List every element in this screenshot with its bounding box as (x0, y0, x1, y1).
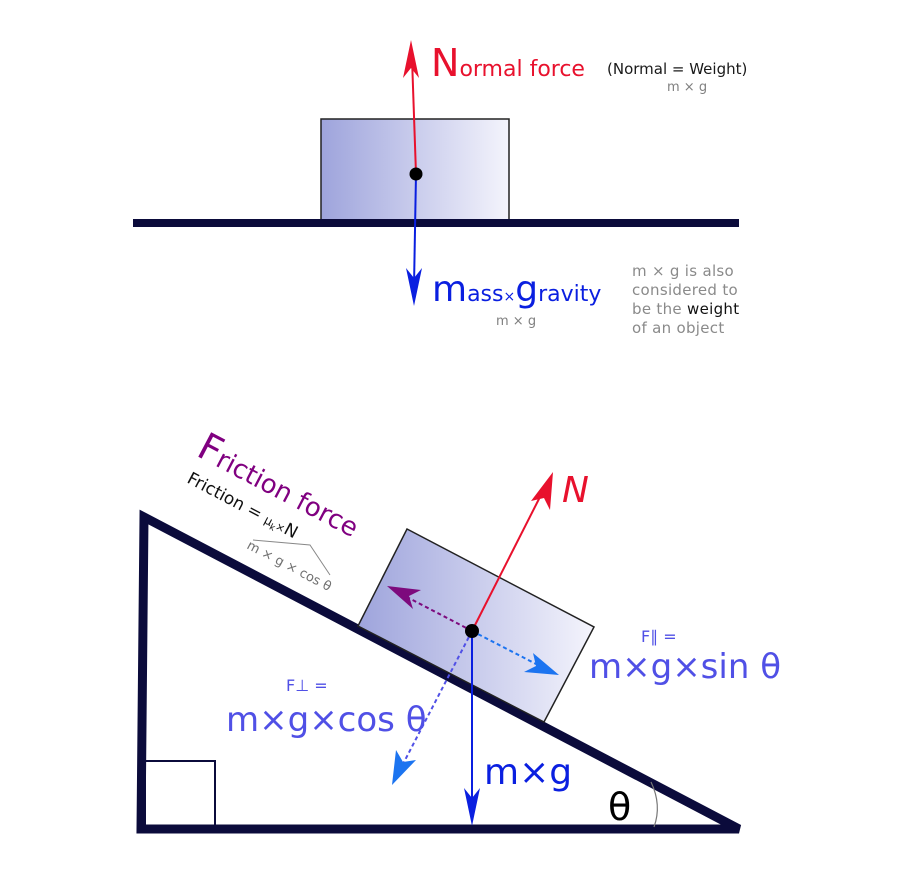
friction-arrow (387, 586, 473, 632)
inclined-plane-scene: θ N (136, 424, 781, 834)
svg-text:be the weight: be the weight (632, 300, 739, 318)
right-angle-marker (144, 760, 216, 828)
normal-mg-sublabel: m × g (667, 80, 707, 95)
incline-center-dot (465, 624, 479, 638)
incline-normal-arrow (471, 472, 553, 632)
svg-text:of an object: of an object (632, 319, 725, 337)
center-of-mass-dot (409, 167, 423, 181)
mass-gravity-label: mass×gravity (432, 269, 601, 310)
incline-weight-label: m×g (484, 752, 572, 793)
incline-weight-arrow (464, 631, 480, 826)
weight-note: m × g is also considered to be the weigh… (632, 262, 739, 337)
normal-equals-weight-label: (Normal = Weight) (607, 60, 747, 78)
normal-force-label: Normal force (431, 41, 585, 85)
angle-theta-label: θ (608, 785, 631, 829)
svg-text:m × g is also: m × g is also (632, 262, 734, 280)
friction-bracket (252, 539, 331, 576)
incline-normal-label: N (562, 470, 589, 511)
incline-triangle (136, 509, 742, 834)
mass-gravity-sublabel: m × g (496, 314, 536, 329)
f-perp-label: F⊥ = (286, 676, 328, 695)
f-parallel-value: m×g×sin θ (589, 647, 781, 687)
angle-arc (650, 781, 658, 828)
weight-arrow (406, 173, 422, 306)
parallel-component-arrow (471, 630, 559, 675)
perpendicular-component-arrow (392, 630, 473, 785)
f-parallel-label: F∥ = (641, 627, 677, 646)
f-perp-value: m×g×cos θ (226, 700, 427, 740)
flat-surface-scene: Normal force (Normal = Weight) m × g mas… (133, 40, 747, 337)
svg-text:considered to: considered to (632, 281, 738, 299)
normal-force-arrow (403, 40, 419, 175)
